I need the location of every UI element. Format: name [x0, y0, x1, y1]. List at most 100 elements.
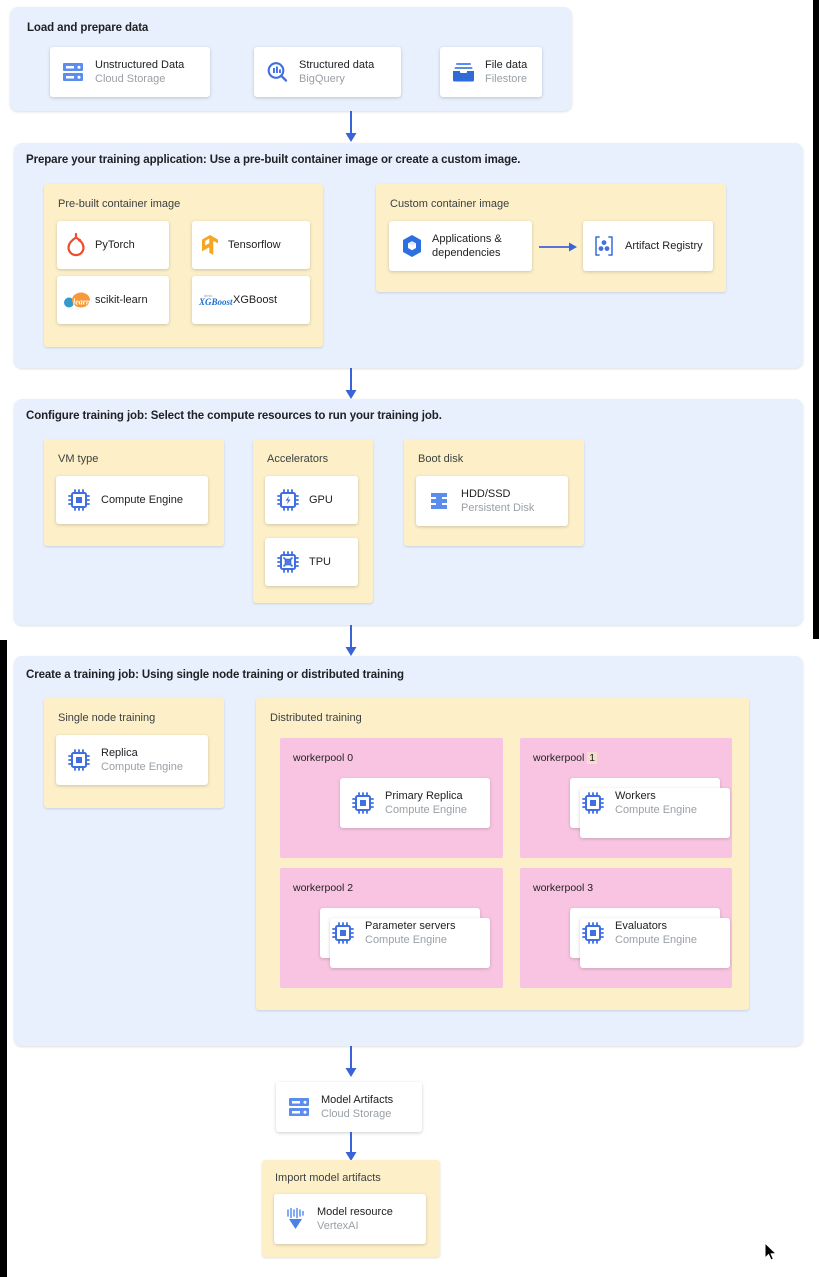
card-parameter-servers[interactable]: Parameter servers Compute Engine — [320, 908, 490, 968]
card-title: Artifact Registry — [625, 240, 703, 252]
cpu-chip-icon — [580, 920, 606, 946]
scikit-learn-logo: learn — [63, 290, 91, 310]
screen-edge-left — [0, 640, 7, 1277]
group-accelerators: Accelerators GPU — [253, 439, 373, 603]
arrow-load-to-prepare — [342, 111, 360, 143]
card-applications-and-dependencies[interactable]: Applications & dependencies — [389, 221, 532, 271]
card-file-data[interactable]: File data Filestore — [440, 47, 542, 97]
card-title: Primary Replica — [385, 790, 463, 802]
card-scikit-learn[interactable]: learn scikit-learn — [57, 276, 169, 324]
container-hex-icon — [399, 233, 424, 259]
workerpool-2-prefix: workerpool — [293, 882, 345, 894]
workerpool-3-prefix: workerpool — [533, 882, 585, 894]
card-text: scikit-learn — [95, 293, 148, 307]
arrow-prepare-to-configure — [342, 368, 360, 400]
card-subtitle: Filestore — [485, 73, 528, 85]
card-title: Model Artifacts — [321, 1094, 394, 1106]
card-gpu[interactable]: GPU — [265, 476, 358, 524]
card-text: XGBoost — [233, 293, 277, 307]
svg-text:XGBoost: XGBoost — [198, 297, 233, 307]
card-text: GPU — [309, 493, 333, 507]
card-subtitle: Cloud Storage — [95, 73, 166, 85]
card-subtitle: Cloud Storage — [321, 1108, 392, 1120]
card-tensorflow[interactable]: Tensorflow — [192, 221, 310, 269]
mouse-cursor — [764, 1241, 778, 1262]
cpu-chip-icon — [66, 487, 92, 513]
card-compute-engine-vm[interactable]: Compute Engine — [56, 476, 208, 524]
card-text: Evaluators Compute Engine — [615, 919, 697, 947]
gpu-chip-icon — [275, 487, 301, 513]
card-text: Parameter servers Compute Engine — [365, 919, 455, 947]
card-pytorch[interactable]: PyTorch — [57, 221, 169, 269]
card-structured-data[interactable]: Structured data BigQuery — [254, 47, 401, 97]
card-subtitle: BigQuery — [299, 73, 345, 85]
card-unstructured-data[interactable]: Unstructured Data Cloud Storage — [50, 47, 210, 97]
card-workers[interactable]: Workers Compute Engine — [570, 778, 730, 838]
cpu-chip-icon — [580, 790, 606, 816]
card-subtitle: Compute Engine — [365, 934, 447, 946]
card-persistent-disk[interactable]: HDD/SSD Persistent Disk — [416, 476, 568, 526]
card-title: HDD/SSD — [461, 488, 511, 500]
card-title: TPU — [309, 556, 331, 568]
vertex-ai-icon — [284, 1206, 308, 1232]
group-title-single-node: Single node training — [58, 712, 156, 724]
card-text: Replica Compute Engine — [101, 746, 183, 774]
card-title: File data — [485, 59, 528, 71]
group-vm-type: VM type Compute Engine — [44, 439, 224, 546]
card-text: Artifact Registry — [625, 239, 703, 253]
card-xgboost[interactable]: dmlc XGBoost XGBoost — [192, 276, 310, 324]
stage-title-configure: Configure training job: Select the compu… — [26, 410, 442, 422]
card-title: Compute Engine — [101, 494, 183, 506]
workerpool-2-index: 2 — [347, 882, 354, 894]
card-text: HDD/SSD Persistent Disk — [461, 487, 534, 515]
workerpool-3-title: workerpool 3 — [533, 882, 593, 894]
card-text: Model Artifacts Cloud Storage — [321, 1093, 393, 1121]
card-title: PyTorch — [95, 239, 135, 251]
group-title-vm-type: VM type — [58, 453, 99, 465]
arrow-create-to-artifacts — [342, 1046, 360, 1078]
card-title: Applications & dependencies — [432, 233, 502, 259]
stage-load-and-prepare-data: Load and prepare data Unstructured Data … — [10, 7, 572, 111]
card-artifact-registry[interactable]: Artifact Registry — [583, 221, 713, 271]
card-text: Applications & dependencies — [432, 232, 522, 260]
card-text: Model resource VertexAI — [317, 1205, 393, 1233]
group-custom-container-image: Custom container image Applications & de… — [376, 184, 726, 292]
cpu-chip-icon — [330, 920, 356, 946]
card-tpu[interactable]: TPU — [265, 538, 358, 586]
bigquery-icon — [264, 59, 290, 85]
stage-create-training-job: Create a training job: Using single node… — [14, 656, 803, 1046]
card-model-resource[interactable]: Model resource VertexAI — [274, 1194, 426, 1244]
persistent-disk-icon — [426, 488, 452, 514]
card-model-artifacts[interactable]: Model Artifacts Cloud Storage — [276, 1082, 422, 1132]
workerpool-0-title: workerpool 0 — [293, 752, 353, 764]
card-text: Primary Replica Compute Engine — [385, 789, 467, 817]
workerpool-1: workerpool 1 — [520, 738, 732, 858]
card-title: scikit-learn — [95, 294, 148, 306]
artifact-registry-icon — [591, 233, 617, 259]
group-title-import: Import model artifacts — [275, 1172, 381, 1184]
workerpool-2-title: workerpool 2 — [293, 882, 353, 894]
group-import-model-artifacts: Import model artifacts Model resource Ve… — [262, 1160, 440, 1257]
workerpool-0: workerpool 0 — [280, 738, 503, 858]
card-subtitle: Compute Engine — [615, 804, 697, 816]
card-title: Evaluators — [615, 920, 667, 932]
card-text: PyTorch — [95, 238, 135, 252]
card-text: Structured data BigQuery — [299, 58, 374, 86]
card-title: Model resource — [317, 1206, 393, 1218]
card-text: Compute Engine — [101, 493, 183, 507]
card-replica[interactable]: Replica Compute Engine — [56, 735, 208, 785]
workerpool-3: workerpool 3 — [520, 868, 732, 988]
card-evaluators[interactable]: Evaluators Compute Engine — [570, 908, 730, 968]
tensorflow-logo — [198, 233, 222, 257]
card-subtitle: Compute Engine — [101, 761, 183, 773]
card-title: Tensorflow — [228, 239, 281, 251]
group-distributed-training: Distributed training workerpool 0 — [256, 698, 749, 1010]
card-title: Structured data — [299, 59, 375, 71]
card-title: Unstructured Data — [95, 59, 185, 71]
card-subtitle: Persistent Disk — [461, 502, 535, 514]
stage-title-load: Load and prepare data — [27, 22, 149, 34]
filestore-icon — [450, 60, 476, 84]
card-primary-replica[interactable]: Primary Replica Compute Engine — [340, 778, 490, 828]
group-prebuilt-container-image: Pre-built container image PyTorch Tens — [44, 184, 323, 347]
card-text: Unstructured Data Cloud Storage — [95, 58, 184, 86]
